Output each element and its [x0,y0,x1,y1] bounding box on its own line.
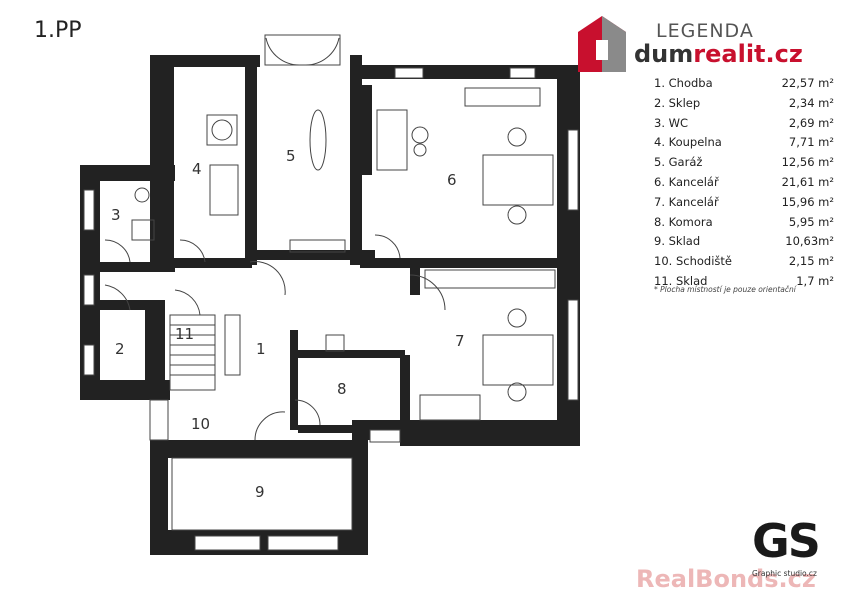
legend-room-name: 9. Sklad [654,234,701,249]
legend-room-area: 12,56 m² [781,155,834,170]
legend-room-name: 1. Chodba [654,76,713,90]
legend-room-area: 15,96 m² [781,194,834,209]
legend-row: 1. Chodba 22,57 m² [654,74,834,94]
legend-room-name: 10. Schodiště [654,254,732,269]
room-label-7: 7 [455,332,465,350]
windows [83,34,579,551]
legend-room-area: 10,63m² [785,234,834,249]
legend-room-name: 6. Kancelář [654,174,719,189]
room-label-5: 5 [286,147,296,165]
legend-row: 9. Sklad 10,63m² [654,232,834,252]
dumrealit-logo-icon [578,16,626,72]
legend-room-name: 3. WC [654,115,689,130]
legend-room-area: 2,15 m² [788,254,834,269]
room-label-4: 4 [192,160,202,178]
legend-row: 11. Sklad 1,7 m² [654,272,834,292]
legend-title: LEGENDA [656,20,754,42]
room-labels: 1 2 3 4 5 6 7 8 9 10 11 [111,147,465,501]
legend-row: 8. Komora 5,95 m² [654,213,834,233]
legend-room-area: 1,7 m² [796,273,834,288]
legend-room-name: 4. Koupelna [654,135,722,150]
brand-name-part2: realit.cz [693,40,803,68]
legend-room-name: 5. Garáž [654,155,703,170]
legend-room-name: 11. Sklad [654,273,708,288]
room-label-3: 3 [111,206,121,224]
legend-row: 6. Kancelář 21,61 m² [654,173,834,193]
legend-room-area: 2,69 m² [788,115,834,130]
legend-room-area: 5,95 m² [788,214,834,229]
legend-row: 2. Sklep 2,34 m² [654,94,834,114]
legend-row: 5. Garáž 12,56 m² [654,153,834,173]
legend-room-area: 2,34 m² [788,95,834,110]
area-note: * Plocha místností je pouze orientační [654,285,796,294]
room-label-8: 8 [337,380,347,398]
studio-initials: GS [752,514,821,568]
legend-row: 4. Koupelna 7,71 m² [654,133,834,153]
legend-room-name: 7. Kancelář [654,194,719,209]
legend-row: 10. Schodiště 2,15 m² [654,252,834,272]
legend-row: 3. WC 2,69 m² [654,114,834,134]
fixtures [104,87,556,441]
brand-name: dumrealit.cz [634,40,803,68]
room-label-9: 9 [255,483,265,501]
legend-room-area: 21,61 m² [781,174,834,189]
legend-room-area: 7,71 m² [788,135,834,150]
room-label-10: 10 [191,415,210,433]
room-label-11: 11 [175,325,194,343]
legend-room-name: 2. Sklep [654,95,701,110]
realbonds-watermark: RealBonds.cz [636,565,816,593]
legend-row: 7. Kancelář 15,96 m² [654,193,834,213]
legend-room-area: 22,57 m² [781,76,834,90]
room-label-2: 2 [115,340,125,358]
room-label-6: 6 [447,171,457,189]
room-label-1: 1 [256,340,266,358]
brand-name-part1: dum [634,40,694,68]
studio-subtitle: Graphic studio.cz [752,569,817,578]
legend-room-name: 8. Komora [654,214,713,229]
floor-label: 1.PP [34,18,82,43]
